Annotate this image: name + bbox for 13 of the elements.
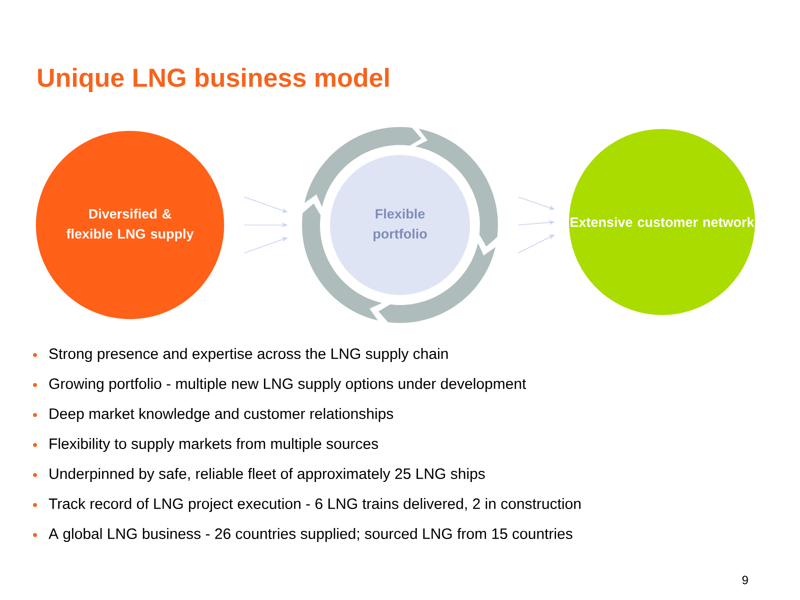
page-number: 9 (742, 576, 748, 584)
bullet-item: Track record of LNG project execution - 6 LNG trains delivered, 2 in construction (48, 498, 580, 512)
cycle-ring-drawing (302, 127, 498, 323)
bullet-item: Growing portfolio - multiple new LNG supply options under development (49, 378, 526, 392)
bullet-item: Underpinned by safe, reliable fleet of approximately 25 LNG ships (50, 468, 485, 482)
bullet-item: Deep market knowledge and customer relationships (50, 408, 394, 422)
bullet-item: Strong presence and expertise across the LNG supply chain (49, 348, 448, 362)
circle-node: Flexible portfolio (330, 155, 470, 295)
circle-node: Extensive customer network (569, 129, 755, 315)
bullet-item: Flexibility to supply markets from multiple sources (50, 438, 378, 452)
bullet-item: A global LNG business - 26 countries supplied; sourced LNG from 15 countries (48, 528, 572, 542)
title: Unique LNG business model (38, 68, 389, 92)
circle-node: Diversified & flexible LNG supply (36, 130, 224, 320)
